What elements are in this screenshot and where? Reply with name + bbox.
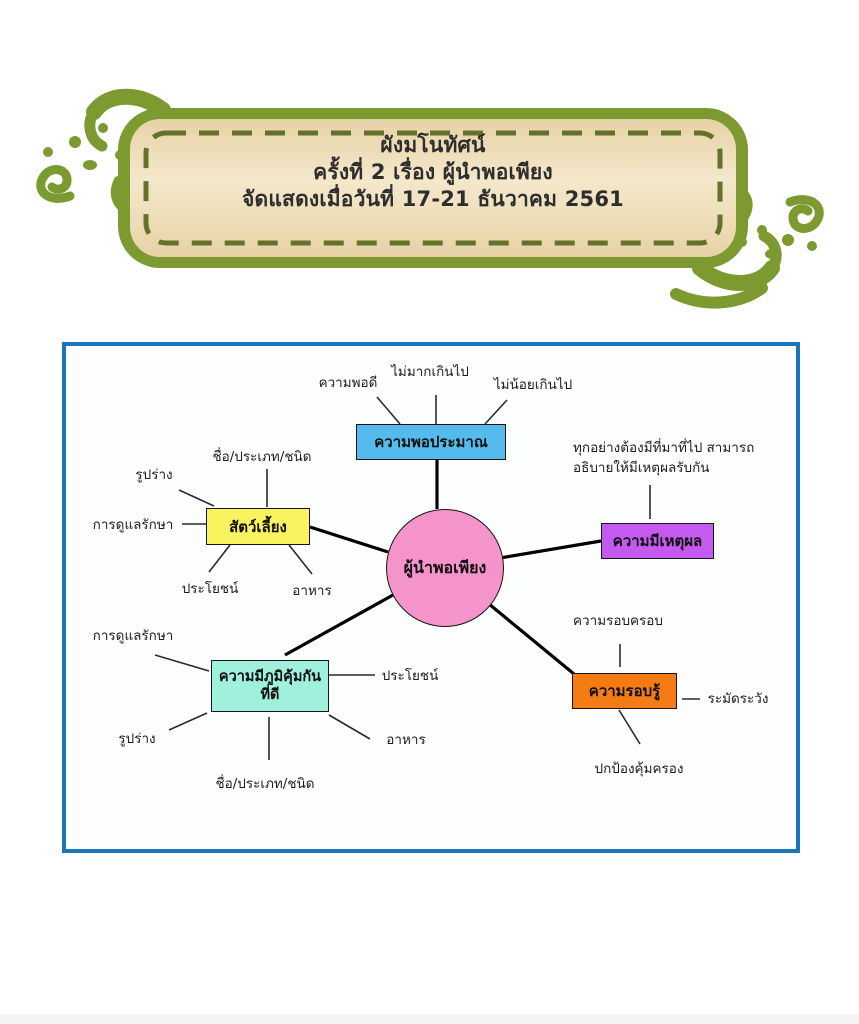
leaf-label: อาหาร (292, 583, 332, 599)
leaf-label: ระมัดระวัง (707, 691, 769, 707)
node-moderation: ความพอประมาณ (356, 424, 506, 460)
node-knowledge: ความรอบรู้ (572, 673, 677, 709)
reason-note-line: อธิบายให้มีเหตุผลรับกัน (573, 460, 710, 476)
center-node-label: ผู้นำพอเพียง (403, 557, 487, 577)
leaf-label: ประโยชน์ (381, 668, 439, 684)
reason-note: ทุกอย่างต้องมีที่มาที่ไป สามารถ อธิบายให… (573, 438, 783, 478)
leaf-label: ชื่อ/ประเภท/ชนิด (215, 776, 315, 792)
leaf-label: ไม่มากเกินไป (391, 364, 469, 380)
leaf-label: การดูแลรักษา (92, 628, 174, 644)
node-label: ความมีภูมิคุ้มกัน (218, 669, 322, 685)
leaf-label: การดูแลรักษา (92, 517, 174, 533)
connector-lines (154, 395, 700, 760)
node-label: ที่ดี (260, 687, 280, 703)
banner-panel (130, 119, 736, 257)
banner-title-line: จัดแสดงเมื่อวันที่ 17-21 ธันวาคม 2561 (241, 187, 624, 211)
leaf-label: ประโยชน์ (181, 581, 239, 597)
leaf-label: รูปร่าง (118, 731, 156, 747)
node-label: ความพอประมาณ (374, 433, 488, 451)
leaf-label: ความรอบครอบ (573, 613, 663, 629)
node-label: สัตว์เลี้ยง (229, 517, 287, 536)
node-pets: สัตว์เลี้ยง (206, 508, 310, 545)
title-banner: ผังมโนทัศน์ ครั้งที่ 2 เรื่อง ผู้นำพอเพี… (0, 0, 859, 340)
page-edge-shadow (0, 1014, 859, 1024)
reason-note-line: ทุกอย่างต้องมีที่มาที่ไป สามารถ (573, 440, 755, 456)
mindmap-panel: ผู้นำพอเพียง ความพอประมาณ สัตว์เลี้ยง คว… (62, 342, 800, 853)
leaf-label: ไม่น้อยเกินไป (493, 377, 573, 393)
banner-title-line: ครั้งที่ 2 เรื่อง ผู้นำพอเพียง (313, 160, 553, 184)
banner-stitch-border (143, 130, 723, 246)
flourish-dots-icon (43, 123, 125, 170)
banner-title-line: ผังมโนทัศน์ (380, 133, 486, 157)
leaf-label: อาหาร (386, 732, 426, 748)
node-immunity: ความมีภูมิคุ้มกัน ที่ดี (211, 660, 329, 712)
banner-title: ผังมโนทัศน์ ครั้งที่ 2 เรื่อง ผู้นำพอเพี… (128, 132, 738, 213)
leaf-label: ชื่อ/ประเภท/ชนิด (212, 449, 312, 465)
banner-frame-graphic (36, 88, 824, 309)
node-label: ความมีเหตุผล (612, 532, 703, 550)
leaf-label: ปกป้องคุ้มครอง (594, 761, 684, 777)
center-node: ผู้นำพอเพียง (386, 509, 504, 627)
leaf-label: ความพอดี (318, 375, 378, 391)
leaf-label: รูปร่าง (135, 467, 173, 483)
node-label: ความรอบรู้ (588, 682, 661, 700)
node-reason: ความมีเหตุผล (601, 523, 714, 559)
